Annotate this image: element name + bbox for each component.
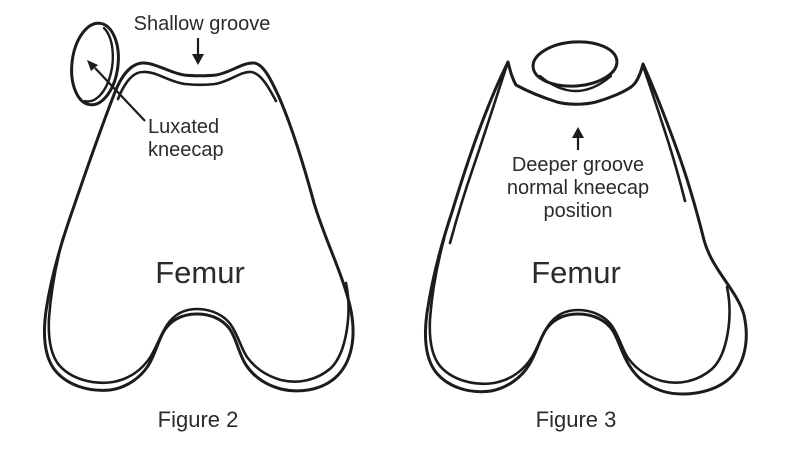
femur-left-outline <box>43 61 355 393</box>
femur-label-figure2: Femur <box>155 255 245 290</box>
luxated-kneecap-rim-line <box>83 26 115 103</box>
figure3-caption: Figure 3 <box>535 407 617 432</box>
normal-kneecap-ellipse <box>531 40 619 88</box>
femur-right-outline <box>424 60 748 396</box>
shallow-groove-label: Shallow groove <box>133 13 271 35</box>
femur-figure3 <box>424 40 748 396</box>
femur-right-condyle-inner-line <box>428 237 731 386</box>
deeper-groove-label: Deeper groove normal kneecap position <box>506 154 650 222</box>
femur-left-groove-inner-line <box>116 70 278 103</box>
normal-kneecap-rim-line <box>538 74 613 93</box>
femur-right-left-ridge-inner-line <box>448 63 509 245</box>
femur-label-figure3: Femur <box>531 255 621 290</box>
femur-right-right-ridge-inner-line <box>641 64 687 203</box>
figure2-caption: Figure 2 <box>157 407 239 432</box>
femur-figure2 <box>43 21 355 393</box>
luxated-kneecap-label: Luxated kneecap <box>148 116 224 161</box>
deeper-groove-arrow-up-icon <box>572 127 584 150</box>
luxated-kneecap-pointer-arrow-icon <box>87 60 146 122</box>
femur-left-condyle-inner-line <box>47 236 350 385</box>
shallow-groove-arrow-down-icon <box>192 38 204 65</box>
